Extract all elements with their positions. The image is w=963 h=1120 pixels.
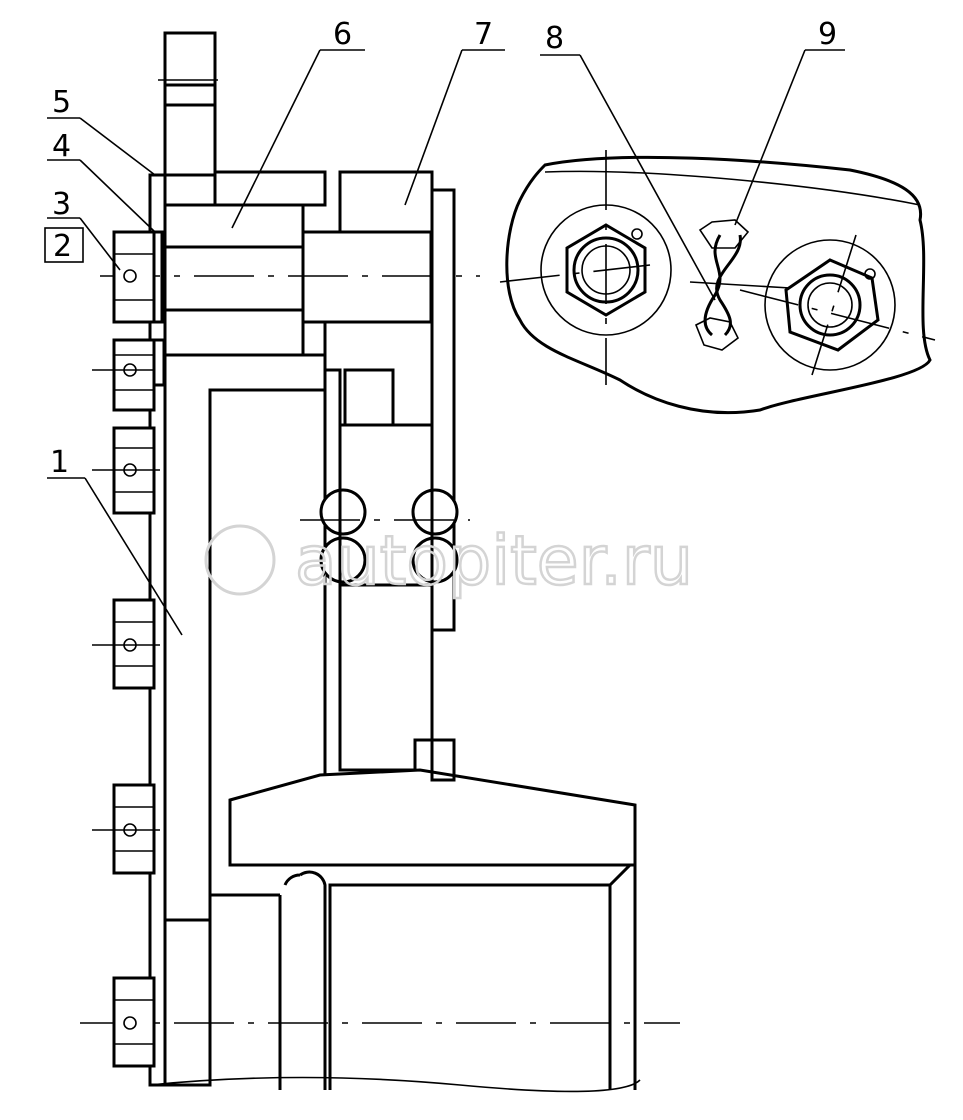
- callout-4: 4: [52, 129, 71, 164]
- watermark-text: autopiter.ru: [295, 522, 693, 601]
- bolt-nuts: [92, 230, 160, 1068]
- callout-labels: 1 2 3 4 5 6 7 8 9: [50, 17, 837, 480]
- ball-bearings: [300, 423, 470, 587]
- watermark-logo-icon: [204, 524, 276, 596]
- top-lug: [158, 31, 225, 177]
- callout-3: 3: [52, 187, 71, 222]
- callout-6: 6: [333, 17, 352, 52]
- locking-wire: [689, 219, 791, 351]
- callout-9: 9: [818, 17, 837, 52]
- callout-2: 2: [53, 229, 72, 264]
- rubber-bush: [163, 203, 305, 357]
- callout-1: 1: [50, 445, 69, 480]
- callout-7: 7: [474, 17, 493, 52]
- callout-8: 8: [545, 21, 564, 56]
- detail-nut-left: [499, 150, 672, 385]
- leader-lines: [44, 49, 845, 636]
- detail-view-locking-wire: [499, 150, 936, 415]
- detail-nut-right: [739, 234, 936, 376]
- watermark: autopiter.ru: [204, 521, 694, 602]
- coupling-pin: [100, 230, 480, 324]
- hub-section: [80, 768, 680, 1093]
- callout-5: 5: [52, 85, 71, 120]
